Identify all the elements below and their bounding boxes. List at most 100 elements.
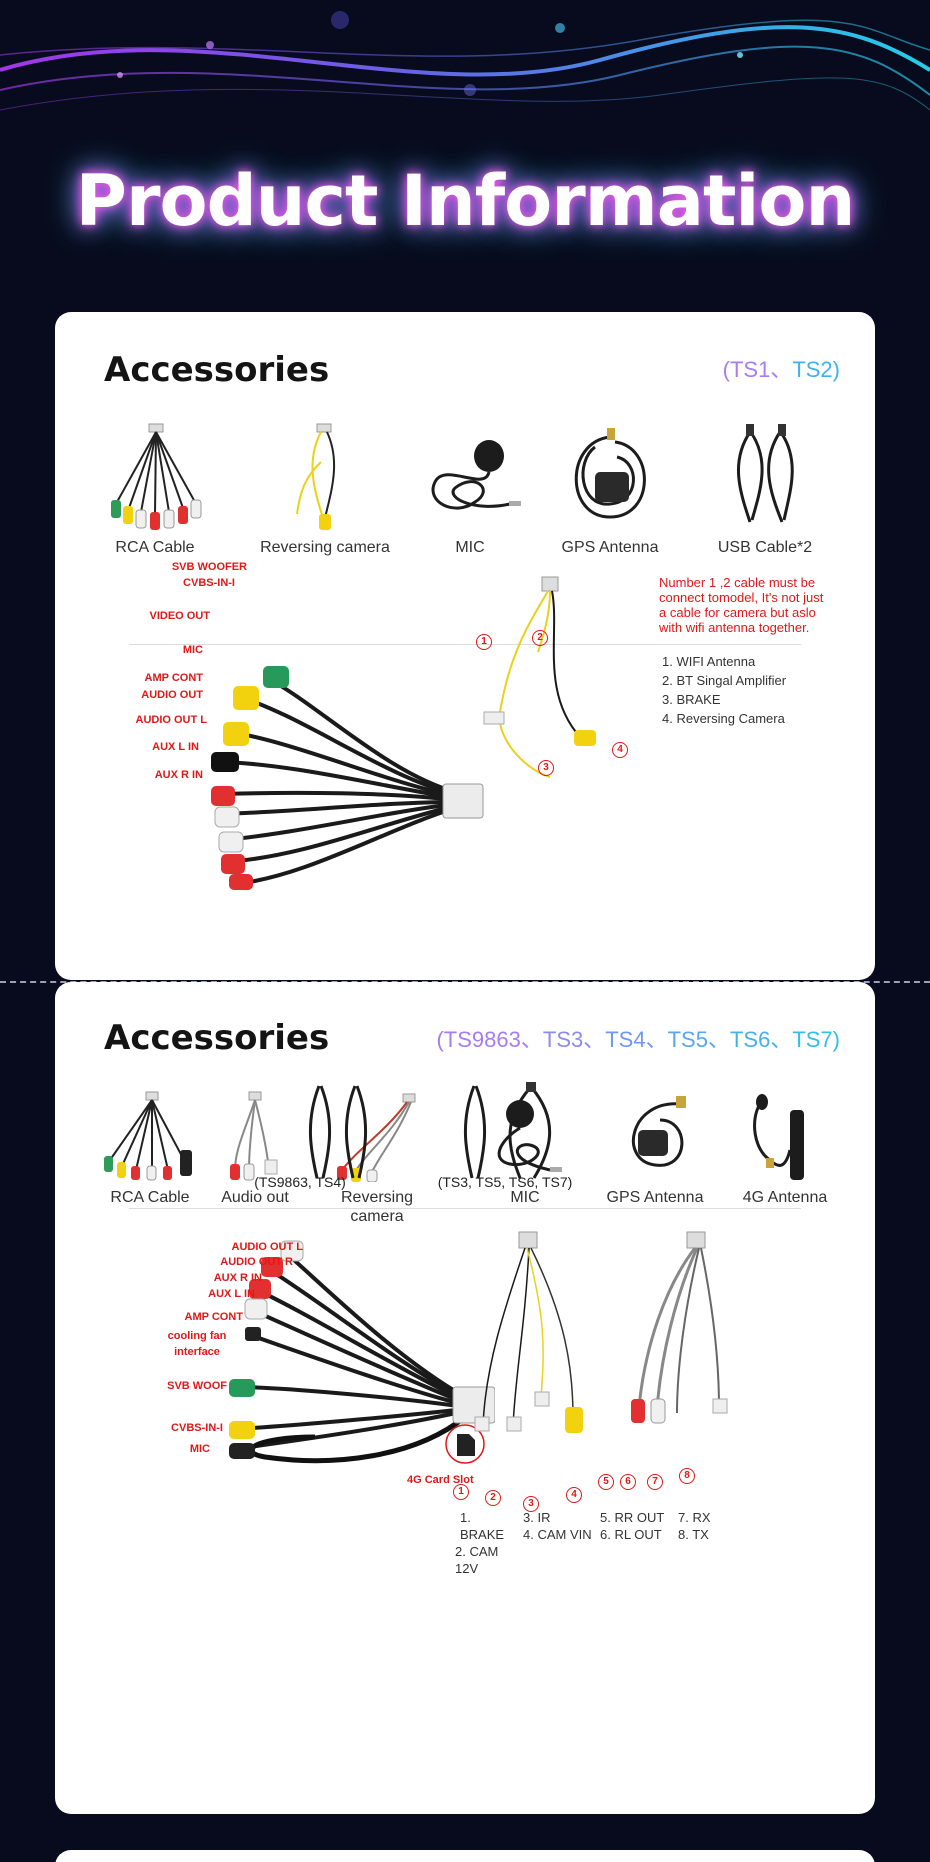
divider	[129, 1208, 801, 1209]
item-label: Reversing camera	[340, 1189, 414, 1225]
model-tag: TS6、	[729, 1027, 793, 1052]
item-label: MIC	[510, 1189, 540, 1206]
marker-3: 3	[538, 760, 554, 776]
item-label: 4G Antenna	[742, 1189, 828, 1206]
divider	[129, 644, 801, 645]
camera-cable-image	[483, 576, 596, 778]
item-rca-cable: RCA Cable	[95, 422, 215, 557]
camera-cable-image	[474, 1231, 583, 1433]
section-heading: Accessories	[104, 350, 330, 390]
marker-1: 1	[453, 1484, 469, 1500]
model-list: (TS9863、TS3、TS4、TS5、TS6、TS7)	[436, 1022, 840, 1054]
item-label: Audio out	[221, 1189, 289, 1206]
audio-list-item: 7. RX	[678, 1510, 711, 1525]
marker-1: 1	[476, 634, 492, 650]
4g-antenna-image	[753, 1094, 804, 1180]
item-mic: MIC	[410, 422, 530, 557]
harness-label: CVBS-IN-I	[171, 1422, 223, 1434]
harness-label: AUX L IN	[152, 741, 199, 753]
camera-note: Number 1 ,2 cable must be connect tomode…	[659, 575, 824, 635]
gps-antenna-image	[574, 428, 646, 519]
usb-cable-image	[309, 1085, 367, 1179]
sim-card-icon	[445, 1424, 485, 1464]
item-audio-out: Audio out	[205, 1090, 305, 1207]
camera-list-item: 4. CAM VIN	[523, 1527, 592, 1542]
harness-label: VIDEO OUT	[149, 610, 210, 622]
hero-banner	[0, 0, 930, 310]
accessories-card-2: Accessories (TS9863、TS3、TS4、TS5、TS6、TS7)…	[55, 982, 875, 1814]
audio-out-cable-image	[631, 1231, 728, 1424]
model-tag: TS2)	[792, 357, 840, 382]
marker-3: 3	[523, 1496, 539, 1512]
audio-list-item: 5. RR OUT	[600, 1510, 665, 1525]
model-tag: (TS1、	[722, 357, 793, 382]
rca-cable-image	[104, 1091, 192, 1181]
item-reversing-camera: Reversing camera	[250, 422, 400, 557]
marker-5: 5	[598, 1474, 614, 1490]
item-usb-cable: USB Cable*2	[695, 422, 835, 557]
item-label: GPS Antenna	[561, 539, 659, 556]
model-tag: TS5、	[667, 1027, 730, 1052]
audio-list: 5. RR OUT 6. RL OUT	[600, 1509, 670, 1543]
camera-list-item: 2. BT Singal Amplifier	[662, 673, 787, 688]
item-label: GPS Antenna	[606, 1189, 704, 1206]
harness-label: AUX R IN	[154, 769, 203, 781]
item-label: USB Cable*2	[717, 539, 813, 556]
item-reversing-camera: Reversing camera	[317, 1090, 437, 1226]
model-list: (TS1、TS2)	[723, 352, 840, 384]
camera-list: 3. IR 4. CAM VIN	[523, 1509, 603, 1543]
camera-list-item: 3. BRAKE	[662, 692, 721, 707]
item-label: RCA Cable	[115, 539, 195, 556]
harness-label: AUDIO OUT R	[220, 1256, 293, 1268]
item-gps-antenna: GPS Antenna	[530, 422, 690, 557]
usb-caption: (TS9863, TS4)	[254, 1174, 346, 1190]
marker-4: 4	[612, 742, 628, 758]
item-rca-cable: RCA Cable	[95, 1090, 205, 1207]
audio-out-cable-image	[230, 1091, 278, 1181]
harness-label: AMP CONT	[184, 1311, 243, 1323]
item-4g-antenna: 4G Antenna	[725, 1090, 845, 1207]
marker-4: 4	[566, 1487, 582, 1503]
audio-list-item: 8. TX	[678, 1527, 709, 1542]
mic-image	[431, 440, 521, 510]
camera-list-item: 2. CAM 12V	[455, 1544, 499, 1576]
reversing-camera-cable-image	[337, 1093, 416, 1182]
harness-label: AUDIO OUT	[141, 689, 203, 701]
harness-label: SVB WOOF	[167, 1380, 227, 1392]
item-label: RCA Cable	[110, 1189, 190, 1206]
rca-cable-image	[111, 423, 202, 530]
audio-list: 7. RX 8. TX	[678, 1509, 728, 1543]
slot-label: 4G Card Slot	[407, 1474, 474, 1486]
harness-label: AMP CONT	[144, 672, 203, 684]
camera-list-item: 3. IR	[523, 1510, 551, 1525]
harness-label: CVBS-IN-I	[183, 577, 235, 589]
usb-cable-image	[736, 424, 794, 523]
harness-label: AUDIO OUT L	[231, 1241, 304, 1253]
model-tag: TS4、	[605, 1027, 668, 1052]
harness-label: MIC	[182, 644, 203, 656]
model-tag: TS7)	[792, 1027, 840, 1052]
marker-8: 8	[679, 1468, 695, 1484]
marker-2: 2	[485, 1490, 501, 1506]
harness-label: MIC	[189, 1443, 210, 1455]
item-label: MIC	[455, 539, 485, 556]
gps-antenna-image	[631, 1096, 686, 1167]
harness-label: SVB WOOFER	[171, 561, 247, 573]
camera-list: 1. WIFI Antenna 2. BT Singal Amplifier 3…	[662, 652, 786, 728]
next-card	[55, 1850, 875, 1862]
marker-2: 2	[532, 630, 548, 646]
marker-7: 7	[647, 1474, 663, 1490]
item-gps-antenna: GPS Antenna	[595, 1090, 715, 1207]
accessories-card-1: Accessories (TS1、TS2) RCA Cable Reversin…	[55, 312, 875, 980]
usb-extension-cable-image	[464, 1082, 552, 1179]
item-label: Reversing camera	[260, 539, 390, 556]
model-tag: (TS9863、	[436, 1027, 543, 1052]
marker-6: 6	[620, 1474, 636, 1490]
camera-list-item: 1. BRAKE	[460, 1510, 505, 1542]
harness-label: cooling fan interface	[167, 1330, 227, 1358]
model-tag: TS3、	[542, 1027, 606, 1052]
camera-list-item: 1. WIFI Antenna	[662, 654, 756, 669]
reversing-camera-cable-image	[296, 423, 336, 530]
audio-list-item: 6. RL OUT	[600, 1527, 662, 1542]
rca-harness-image	[211, 666, 484, 890]
